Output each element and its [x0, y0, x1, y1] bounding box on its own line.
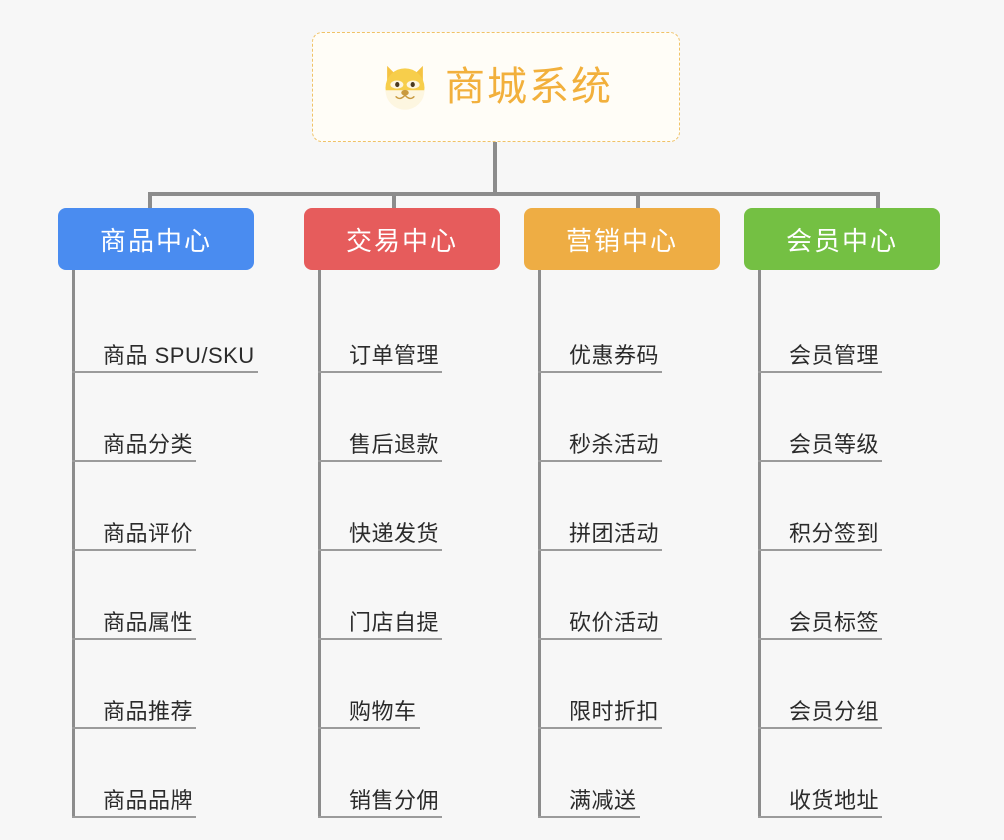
connector-drop-4	[876, 192, 880, 210]
leaf-label: 售后退款	[349, 431, 440, 457]
leaf-underline	[538, 816, 640, 818]
leaf-underline	[758, 638, 883, 640]
leaf-label: 门店自提	[349, 609, 440, 635]
column-trade-center: 交易中心 订单管理 售后退款 快递发货 门店自提 购物车	[304, 208, 500, 818]
connector-drop-2	[392, 192, 396, 210]
connector-drop-3	[636, 192, 640, 210]
leaf-label: 会员分组	[789, 698, 880, 724]
list-item[interactable]: 销售分佣	[318, 729, 500, 818]
leaf-underline	[318, 727, 420, 729]
list-item[interactable]: 购物车	[318, 640, 500, 729]
connector-horizontal-bus	[148, 192, 880, 196]
list-item[interactable]: 商品品牌	[72, 729, 254, 818]
leaf-underline	[318, 371, 443, 373]
list-item[interactable]: 积分签到	[758, 462, 940, 551]
leaf-label: 订单管理	[349, 342, 440, 368]
leaf-underline	[538, 371, 663, 373]
leaf-underline	[758, 460, 883, 462]
leaf-underline	[318, 460, 443, 462]
leaf-underline	[758, 549, 883, 551]
root-title: 商城系统	[445, 65, 613, 109]
list-item[interactable]: 会员管理	[758, 284, 940, 373]
column-header-1[interactable]: 商品中心	[58, 208, 254, 270]
list-item[interactable]: 拼团活动	[538, 462, 720, 551]
leaf-label: 会员管理	[789, 342, 880, 368]
list-item[interactable]: 商品分类	[72, 373, 254, 462]
list-item[interactable]: 砍价活动	[538, 551, 720, 640]
list-item[interactable]: 门店自提	[318, 551, 500, 640]
column-header-3[interactable]: 营销中心	[524, 208, 720, 270]
leaf-label: 快递发货	[349, 520, 440, 546]
leaf-label: 收货地址	[789, 787, 880, 813]
list-item[interactable]: 快递发货	[318, 462, 500, 551]
list-item[interactable]: 订单管理	[318, 284, 500, 373]
leaf-underline	[758, 371, 883, 373]
list-item[interactable]: 会员等级	[758, 373, 940, 462]
leaf-label: 销售分佣	[349, 787, 440, 813]
connector-root-stem	[493, 142, 497, 194]
list-item[interactable]: 会员标签	[758, 551, 940, 640]
leaf-underline	[318, 816, 443, 818]
leaf-label: 限时折扣	[569, 698, 660, 724]
leaf-underline	[538, 638, 663, 640]
column-body-4: 会员管理 会员等级 积分签到 会员标签 会员分组 收货地址	[758, 270, 940, 818]
column-marketing-center: 营销中心 优惠券码 秒杀活动 拼团活动 砍价活动 限时折扣	[524, 208, 720, 818]
leaf-underline	[72, 549, 197, 551]
connector-drop-1	[148, 192, 152, 210]
column-product-center: 商品中心 商品 SPU/SKU 商品分类 商品评价 商品属性 商品推荐	[58, 208, 258, 818]
leaf-label: 商品推荐	[103, 698, 194, 724]
leaf-underline	[72, 638, 197, 640]
column-body-1: 商品 SPU/SKU 商品分类 商品评价 商品属性 商品推荐 商品品牌	[72, 270, 258, 818]
column-body-3: 优惠券码 秒杀活动 拼团活动 砍价活动 限时折扣 满减送	[538, 270, 720, 818]
leaf-label: 商品分类	[103, 431, 194, 457]
list-item[interactable]: 秒杀活动	[538, 373, 720, 462]
column-header-4[interactable]: 会员中心	[744, 208, 940, 270]
list-item[interactable]: 会员分组	[758, 640, 940, 729]
leaf-label: 商品属性	[103, 609, 194, 635]
leaf-label: 会员标签	[789, 609, 880, 635]
column-member-center: 会员中心 会员管理 会员等级 积分签到 会员标签 会员分组	[744, 208, 940, 818]
list-item[interactable]: 限时折扣	[538, 640, 720, 729]
leaf-underline	[538, 549, 663, 551]
leaf-underline	[72, 371, 258, 373]
leaf-label: 购物车	[349, 698, 417, 724]
leaf-underline	[72, 460, 197, 462]
leaf-label: 会员等级	[789, 431, 880, 457]
dog-face-icon	[379, 61, 431, 113]
leaf-label: 拼团活动	[569, 520, 660, 546]
list-item[interactable]: 商品 SPU/SKU	[72, 284, 258, 373]
leaf-label: 商品 SPU/SKU	[103, 342, 255, 368]
leaf-underline	[538, 460, 663, 462]
leaf-underline	[758, 816, 883, 818]
root-node[interactable]: 商城系统	[312, 32, 680, 142]
leaf-label: 砍价活动	[569, 609, 660, 635]
list-item[interactable]: 商品属性	[72, 551, 254, 640]
column-body-2: 订单管理 售后退款 快递发货 门店自提 购物车 销售分佣	[318, 270, 500, 818]
leaf-label: 满减送	[569, 787, 637, 813]
leaf-label: 商品评价	[103, 520, 194, 546]
leaf-underline	[72, 816, 197, 818]
list-item[interactable]: 满减送	[538, 729, 720, 818]
leaf-underline	[318, 638, 443, 640]
leaf-label: 优惠券码	[569, 342, 660, 368]
leaf-underline	[758, 727, 883, 729]
list-item[interactable]: 收货地址	[758, 729, 940, 818]
leaf-label: 商品品牌	[103, 787, 194, 813]
list-item[interactable]: 商品评价	[72, 462, 254, 551]
leaf-underline	[318, 549, 443, 551]
leaf-underline	[538, 727, 663, 729]
list-item[interactable]: 商品推荐	[72, 640, 254, 729]
column-header-2[interactable]: 交易中心	[304, 208, 500, 270]
list-item[interactable]: 优惠券码	[538, 284, 720, 373]
list-item[interactable]: 售后退款	[318, 373, 500, 462]
leaf-underline	[72, 727, 197, 729]
leaf-label: 秒杀活动	[569, 431, 660, 457]
leaf-label: 积分签到	[789, 520, 880, 546]
